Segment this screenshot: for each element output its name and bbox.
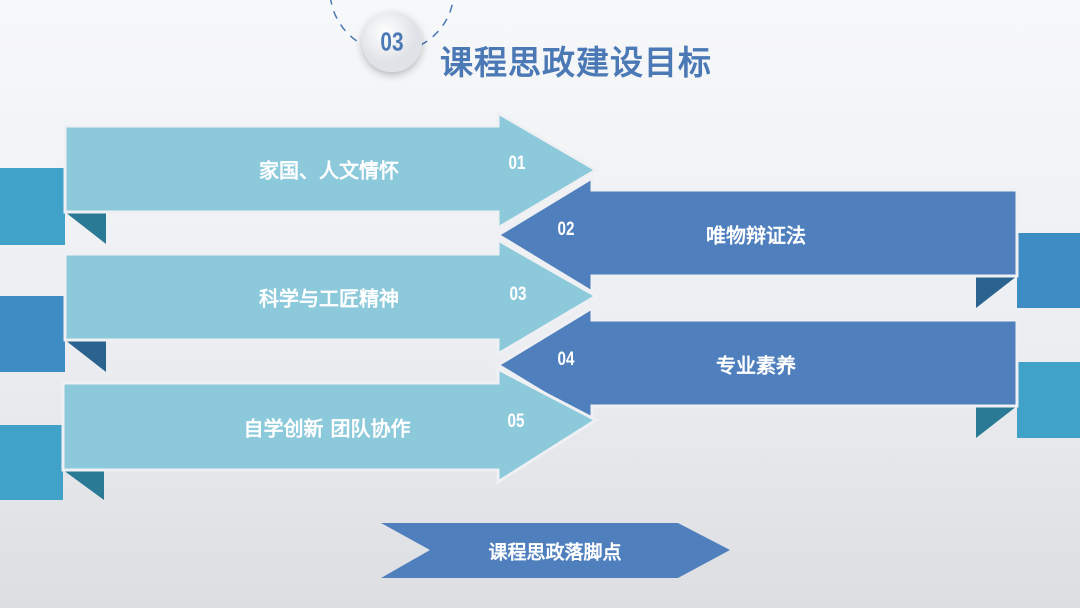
fold-04 — [976, 406, 1017, 438]
section-badge — [362, 12, 422, 72]
arrow-label-03: 科学与工匠精神 — [259, 286, 399, 311]
arrow-number-02: 02 — [557, 219, 575, 240]
fold-03 — [65, 340, 106, 372]
fold-05 — [63, 470, 104, 500]
arrow-label-01: 家国、人文情怀 — [259, 158, 399, 183]
arrow-05 — [61, 366, 600, 485]
arrow-number-05: 05 — [507, 411, 525, 432]
arrow-02 — [495, 175, 1019, 295]
fold-01 — [65, 212, 106, 244]
arrow-01 — [63, 110, 599, 231]
tab-02 — [1017, 233, 1080, 308]
arrow-number-04: 04 — [557, 349, 575, 370]
tab-05 — [0, 425, 63, 500]
footer-banner-label: 课程思政落脚点 — [488, 541, 622, 564]
arrow-label-04: 专业素养 — [716, 353, 796, 378]
arrow-number-01: 01 — [508, 153, 526, 174]
arrow-03 — [63, 237, 599, 357]
arrow-number-03: 03 — [509, 284, 527, 305]
tab-03 — [0, 296, 65, 372]
arrow-label-05: 自学创新 团队协作 — [243, 416, 411, 441]
footer-banner-shape — [381, 523, 730, 578]
fold-02 — [976, 276, 1017, 308]
page-title: 课程思政建设目标 — [440, 43, 712, 82]
tab-01 — [0, 168, 65, 245]
arrow-label-02: 唯物辩证法 — [706, 223, 806, 248]
tab-04 — [1017, 362, 1080, 438]
section-number: 03 — [380, 26, 404, 57]
